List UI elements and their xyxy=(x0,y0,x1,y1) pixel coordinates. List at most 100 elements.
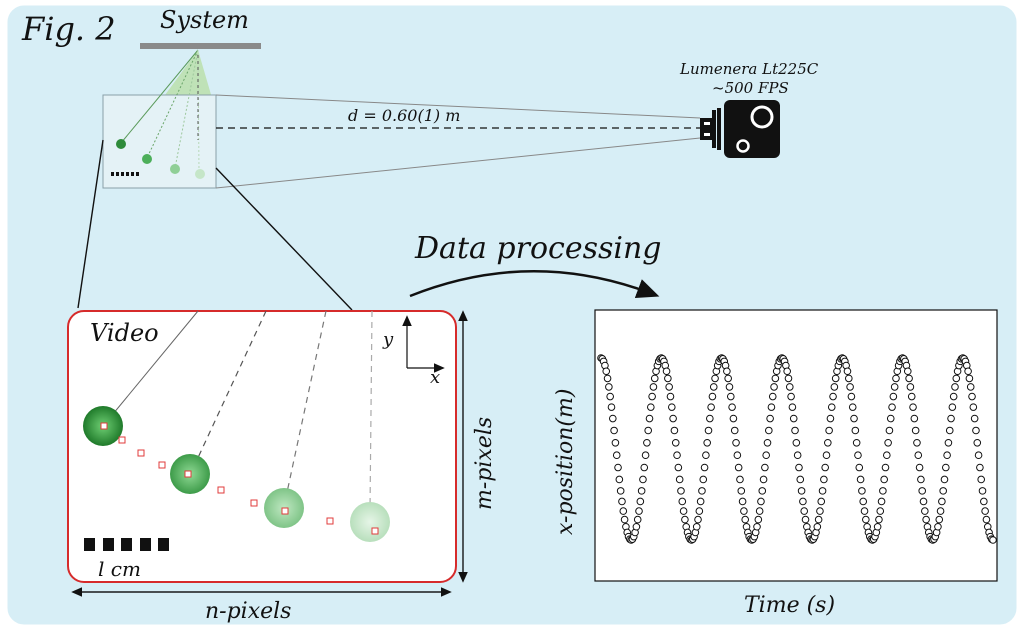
data-point xyxy=(606,392,614,401)
tracking-markers xyxy=(100,422,379,535)
data-point xyxy=(605,383,613,391)
data-point xyxy=(817,497,826,506)
data-point xyxy=(851,426,860,435)
data-point xyxy=(603,374,612,383)
small-scale-bar xyxy=(111,172,139,176)
small-bob xyxy=(170,164,180,174)
pendulum-support xyxy=(140,43,261,49)
data-point xyxy=(729,414,738,423)
data-point xyxy=(785,383,794,391)
data-point xyxy=(647,403,655,411)
data-point xyxy=(797,487,806,495)
data-point xyxy=(726,392,735,401)
data-point xyxy=(888,403,896,411)
data-point xyxy=(699,475,708,484)
data-point xyxy=(702,451,710,460)
data-point xyxy=(966,383,975,391)
data-point xyxy=(876,507,885,515)
data-point xyxy=(637,487,646,495)
data-point xyxy=(799,497,807,506)
data-point xyxy=(907,392,916,401)
data-point xyxy=(695,507,704,515)
video-axis-y: y xyxy=(382,329,394,350)
camera-model: Lumenera Lt225C xyxy=(679,60,819,78)
tracking-marker xyxy=(217,486,225,494)
data-point xyxy=(681,515,689,524)
data-point xyxy=(947,414,955,423)
data-point xyxy=(862,515,870,524)
data-point xyxy=(694,515,702,524)
data-point xyxy=(618,497,626,506)
data-point xyxy=(903,367,912,376)
data-point xyxy=(889,392,898,401)
data-point xyxy=(602,367,611,376)
data-point xyxy=(831,374,840,383)
scale-bar xyxy=(84,538,169,551)
data-point xyxy=(816,507,824,515)
data-point xyxy=(609,414,617,423)
data-point xyxy=(944,438,953,447)
data-point xyxy=(679,507,688,515)
data-point xyxy=(666,392,675,401)
figure-label: Fig. 2 xyxy=(21,10,116,48)
data-point xyxy=(917,475,925,484)
data-point xyxy=(723,367,731,376)
data-point xyxy=(738,497,747,506)
data-point xyxy=(675,475,684,484)
data-point xyxy=(792,438,801,447)
small-string xyxy=(174,49,199,169)
data-point xyxy=(612,451,621,460)
data-point xyxy=(980,497,988,506)
data-point xyxy=(915,463,924,472)
data-point xyxy=(977,475,986,484)
processing-arrow xyxy=(409,270,660,298)
data-point xyxy=(890,383,899,391)
data-point xyxy=(885,426,894,435)
data-point xyxy=(759,475,768,484)
data-point xyxy=(692,522,701,531)
data-point xyxy=(755,507,764,515)
data-point xyxy=(856,475,865,484)
data-point xyxy=(641,451,650,460)
data-point xyxy=(978,487,987,495)
data-point xyxy=(636,497,645,506)
data-point xyxy=(879,487,887,495)
data-point xyxy=(813,522,822,531)
data-point xyxy=(761,463,769,472)
data-point xyxy=(824,438,832,447)
data-point xyxy=(787,392,795,401)
system-label: System xyxy=(160,6,249,34)
data-point xyxy=(766,414,774,423)
data-point xyxy=(709,383,718,391)
data-point xyxy=(788,403,797,411)
data-point xyxy=(852,438,861,447)
data-point xyxy=(708,392,717,401)
processing-label: Data processing xyxy=(414,231,662,266)
data-point xyxy=(765,426,773,435)
data-point xyxy=(619,507,628,515)
data-point xyxy=(728,403,736,411)
data-point xyxy=(620,515,629,524)
data-point xyxy=(633,515,642,524)
fov-line-top xyxy=(215,94,701,119)
data-point xyxy=(911,426,920,435)
data-point xyxy=(934,522,942,531)
data-point xyxy=(973,438,982,447)
data-point xyxy=(753,522,761,531)
data-point xyxy=(674,463,683,472)
data-point xyxy=(650,374,659,383)
data-point xyxy=(949,392,958,401)
data-point xyxy=(770,383,778,391)
data-point xyxy=(829,392,837,401)
data-point xyxy=(910,414,919,423)
plot-ylabel: x-position(m) xyxy=(553,389,578,535)
data-point xyxy=(945,426,954,435)
data-point xyxy=(669,414,677,423)
video-axes xyxy=(402,315,445,373)
height-label: m-pixels xyxy=(472,417,497,510)
data-point xyxy=(969,403,978,411)
small-bob xyxy=(195,169,205,179)
data-point xyxy=(913,438,921,447)
data-point xyxy=(724,374,732,383)
data-point xyxy=(883,451,891,460)
